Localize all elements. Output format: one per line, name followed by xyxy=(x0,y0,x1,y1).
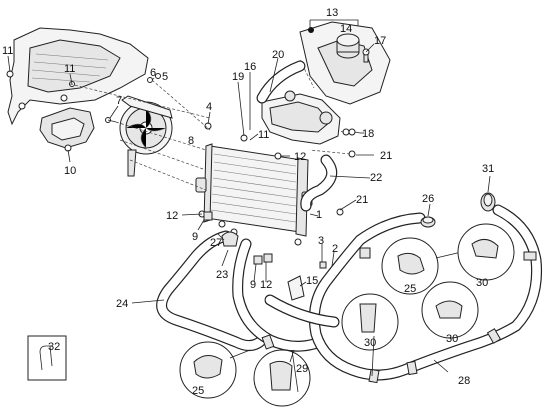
callout-12: 12 xyxy=(260,279,272,291)
detail-circle-25-upper xyxy=(381,237,471,295)
callout-21: 21 xyxy=(380,150,392,162)
callout-22: 22 xyxy=(370,172,382,184)
callout-6: 6 xyxy=(150,67,156,79)
callout-11: 11 xyxy=(2,45,13,57)
hose-20-part xyxy=(256,60,306,104)
callout-20: 20 xyxy=(272,49,284,61)
radiator-part xyxy=(195,143,313,237)
callout-7: 7 xyxy=(116,95,122,107)
radiator-fasteners-part xyxy=(198,128,356,246)
callout-31: 31 xyxy=(482,163,494,175)
hose-lower-part xyxy=(264,294,340,328)
sleeve-31-part xyxy=(480,192,496,212)
callout-leaders xyxy=(7,19,491,393)
plug-26-part xyxy=(420,216,436,228)
callout-14: 14 xyxy=(340,23,352,35)
callout-11: 11 xyxy=(258,129,269,141)
callout-12: 12 xyxy=(294,151,306,163)
lower-deflector-part xyxy=(39,107,95,149)
hose-main-part xyxy=(308,204,543,381)
callout-21: 21 xyxy=(356,194,368,206)
bracket-15-part xyxy=(287,275,305,301)
detail-circle-30-right xyxy=(457,223,515,281)
detail-circle-25-lower xyxy=(179,341,237,399)
callout-28: 28 xyxy=(458,375,470,387)
callout-16: 16 xyxy=(244,61,256,73)
callout-18: 18 xyxy=(362,128,374,140)
callout-9: 9 xyxy=(250,279,256,291)
callout-19: 19 xyxy=(232,71,244,83)
callout-30: 30 xyxy=(476,277,488,289)
bolt-18-part xyxy=(348,128,361,136)
callout-30: 30 xyxy=(364,337,376,349)
callout-25: 25 xyxy=(192,385,204,397)
tank-cover-part xyxy=(299,21,391,105)
callout-15: 15 xyxy=(306,275,318,287)
callout-10: 10 xyxy=(64,165,76,177)
filler-cap-part xyxy=(336,33,360,59)
callout-2: 2 xyxy=(332,243,338,255)
hose-22-part xyxy=(300,154,338,212)
callout-11: 11 xyxy=(64,63,75,75)
callout-12: 12 xyxy=(166,210,178,222)
callout-27: 27 xyxy=(210,237,222,249)
callout-13: 13 xyxy=(326,7,338,19)
callout-5: 5 xyxy=(162,71,168,83)
cooling-fan-part xyxy=(119,95,173,177)
hose-24-part xyxy=(156,230,268,351)
screw-17-part xyxy=(362,48,370,63)
callout-1: 1 xyxy=(316,209,322,221)
radiator-cover-part xyxy=(7,27,149,126)
detail-box-32 xyxy=(27,335,67,381)
callout-29: 29 xyxy=(296,363,308,375)
callout-32: 32 xyxy=(48,341,60,353)
callout-17: 17 xyxy=(374,35,386,47)
detail-circle-30-mid xyxy=(341,293,399,351)
callout-30: 30 xyxy=(446,333,458,345)
callout-labels: 11 11 10 7 6 5 4 8 19 16 20 13 14 17 11 … xyxy=(2,7,494,397)
callout-8: 8 xyxy=(188,135,194,147)
callout-3: 3 xyxy=(318,235,324,247)
expansion-tank-part xyxy=(261,90,341,145)
callout-9: 9 xyxy=(192,231,198,243)
hose-23-part xyxy=(232,238,320,352)
callout-26: 26 xyxy=(422,193,434,205)
callout-24: 24 xyxy=(116,298,128,310)
detail-circle-29 xyxy=(253,349,311,407)
callout-25: 25 xyxy=(404,283,416,295)
detail-circle-30-right-low xyxy=(421,281,479,339)
hose-clamps-inline xyxy=(261,247,537,384)
callout-23: 23 xyxy=(216,269,228,281)
clip-27-part xyxy=(221,231,239,247)
clips-9-12-part xyxy=(203,211,327,269)
callout-4: 4 xyxy=(206,101,212,113)
